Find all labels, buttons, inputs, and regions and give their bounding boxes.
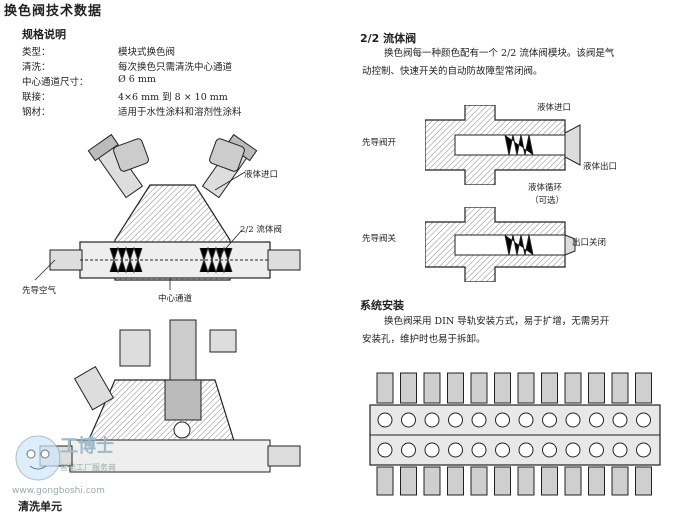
- label-valve-liquid-inlet: 液体进口: [537, 103, 572, 113]
- valve-module: [423, 372, 441, 496]
- watermark-brand: 工博士: [60, 436, 114, 457]
- cleaning-unit-figure: [39, 319, 301, 473]
- system-paragraph: 换色阀采用 DIN 导轨安装方式，易于扩增，无需另开 安装孔，维护时也易于拆卸。: [362, 316, 610, 345]
- valve22-heading: 2/2 流体阀: [360, 32, 417, 45]
- label-liquid-circulation: 液体循环: [528, 183, 563, 193]
- valve-module: [635, 372, 652, 496]
- label-22-valve: 2/2 流体阀: [240, 225, 282, 235]
- valve-module: [400, 372, 417, 496]
- valve-module: [517, 372, 535, 496]
- valve22-paragraph: 换色阀每一种颜色配有一个 2/2 流体阀模块。该阀是气 动控制、快速开关的自动防…: [362, 48, 615, 77]
- mascot-icon: [15, 435, 61, 481]
- label-optional: （可选）: [530, 196, 565, 206]
- din-rail-figure: [369, 372, 661, 496]
- watermark-url: www.gongboshi.com: [12, 486, 105, 496]
- system-heading: 系统安装: [360, 299, 404, 312]
- valve-module: [541, 372, 558, 496]
- valve-module: [447, 372, 464, 496]
- spec-heading: 规格说明: [22, 28, 66, 41]
- label-pilot-open: 先导阀开: [362, 138, 397, 148]
- label-pilot-close: 先导阀关: [362, 234, 397, 244]
- label-center-channel: 中心通道: [158, 294, 193, 304]
- valve-module: [376, 372, 394, 496]
- valve-module: [470, 372, 488, 496]
- watermark-logo: 工博士 智能工厂服务商 www.gongboshi.com: [8, 428, 148, 498]
- watermark-sub: 智能工厂服务商: [60, 463, 116, 472]
- valve-module: [494, 372, 511, 496]
- label-liquid-inlet: 液体进口: [244, 170, 279, 180]
- label-liquid-outlet: 液体出口: [583, 162, 618, 172]
- cleaning-unit-heading: 清洗单元: [18, 500, 62, 513]
- valve-open-figure: [425, 105, 581, 185]
- valve-module: [611, 372, 629, 496]
- label-outlet-closed: 出口关闭: [572, 238, 607, 248]
- valve-module: [564, 372, 582, 496]
- valve-assembly-figure: [34, 133, 301, 290]
- label-pilot-air: 先导空气: [22, 286, 57, 296]
- valve-closed-figure: [425, 207, 576, 282]
- valve-module: [588, 372, 605, 496]
- page-title: 换色阀技术数据: [4, 4, 103, 19]
